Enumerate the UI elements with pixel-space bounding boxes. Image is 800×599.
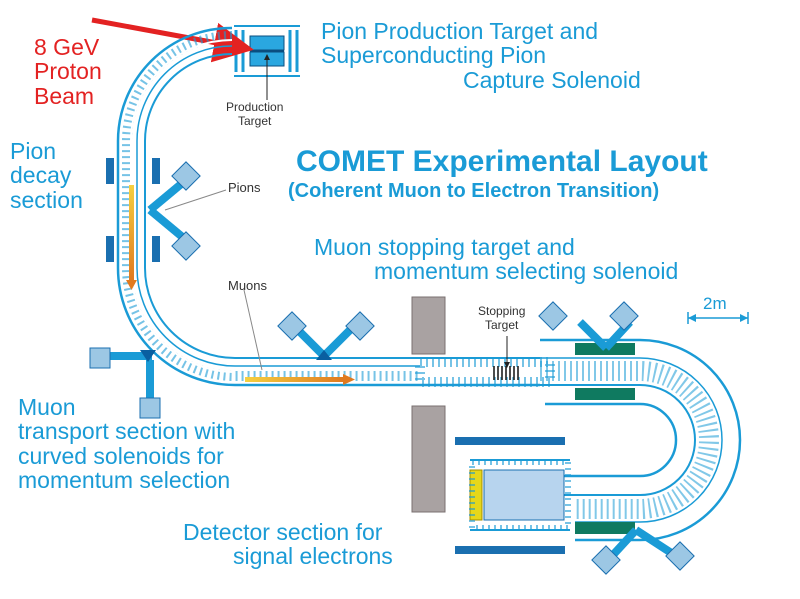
- diagram-title: COMET Experimental Layout: [296, 145, 708, 178]
- pion-decay-line: Pion: [10, 138, 57, 164]
- stopping-target-label: Stopping Target: [478, 304, 525, 333]
- transport-label-line: Muon: [18, 394, 76, 420]
- target-label-line: Pion Production Target and: [321, 18, 599, 44]
- production-target-label: Production Target: [226, 100, 283, 129]
- muons-pointer: [243, 289, 263, 371]
- pions-label: Pions: [228, 180, 261, 195]
- muon-beam-arrow: [245, 377, 343, 382]
- spectrometer-solenoid: [538, 301, 742, 575]
- transport-label-line: transport section with: [18, 418, 236, 445]
- pion-decay-ports: [106, 158, 201, 262]
- pion-decay-line: decay: [10, 162, 72, 189]
- proton-beam-arrow: [91, 17, 254, 63]
- diagram-subtitle: (Coherent Muon to Electron Transition): [288, 180, 660, 202]
- target-solenoid-label: Pion Production Target and Superconducti…: [321, 18, 641, 93]
- pion-decay-label: Pion decay section: [10, 138, 83, 213]
- pion-decay-arrow: [129, 185, 134, 280]
- transport-ports: [89, 311, 375, 419]
- detector-label-line: signal electrons: [233, 543, 393, 570]
- target-label-line: Superconducting Pion: [321, 42, 547, 69]
- production-target-line: Production: [226, 100, 284, 114]
- proton-beam-label-line: 8 GeV: [34, 34, 100, 60]
- detector-label: Detector section for signal electrons: [183, 520, 393, 569]
- transport-label-line: momentum selection: [18, 467, 231, 494]
- muons-label: Muons: [228, 278, 268, 293]
- proton-beam-label-line: Proton: [34, 58, 102, 85]
- pions-pointer: [164, 189, 227, 211]
- pion-decay-line: section: [10, 186, 83, 213]
- stopping-solenoid-label: Muon stopping target and momentum select…: [314, 235, 678, 284]
- detector-section: [455, 437, 571, 554]
- scale-bar: [687, 312, 749, 324]
- transport-label-line: curved solenoids for: [18, 442, 224, 469]
- stopping-solenoid: [415, 336, 555, 387]
- proton-beam-label-line: Beam: [34, 82, 95, 109]
- stopping-target-line: Stopping: [478, 304, 526, 318]
- production-target-line: Target: [238, 114, 272, 129]
- stopping-label-line: Muon stopping target and: [314, 234, 575, 260]
- transport-label: Muon transport section with curved solen…: [18, 395, 235, 493]
- shielding-wall: [411, 296, 446, 513]
- stopping-label-line: momentum selecting solenoid: [374, 258, 679, 285]
- proton-beam-label: 8 GeV Proton Beam: [34, 34, 102, 109]
- detector-label-line: Detector section for: [183, 519, 383, 545]
- stopping-target-line: Target: [485, 318, 519, 333]
- target-label-line: Capture Solenoid: [463, 66, 641, 93]
- scale-label: 2m: [703, 294, 727, 313]
